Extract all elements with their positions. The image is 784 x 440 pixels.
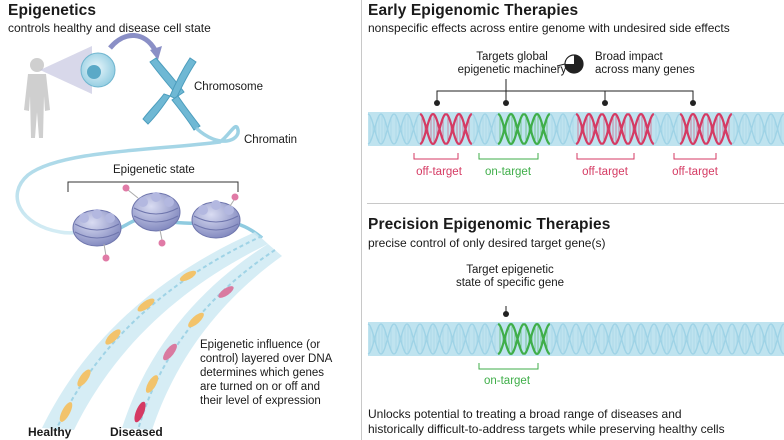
- early-therapies-title: Early Epigenomic Therapies: [368, 2, 579, 19]
- chromatin-label: Chromatin: [244, 134, 298, 146]
- nucleosome-3: [191, 193, 241, 239]
- broad-impact-label: Broad impact across many genes: [595, 51, 695, 76]
- precision-footer-text: Unlocks potential to treating a broad ra…: [368, 407, 725, 436]
- early-tag-2: on-target: [484, 166, 532, 178]
- chromosome-label: Chromosome: [194, 81, 264, 93]
- epigenetics-subtitle: controls healthy and disease cell state: [8, 21, 211, 35]
- diseased-label: Diseased: [110, 425, 163, 439]
- precision-tag: on-target: [483, 375, 531, 387]
- early-therapies-subtitle: nonspecific effects across entire genome…: [368, 21, 730, 35]
- healthy-dna-ribbon: [42, 232, 268, 431]
- early-helix: [367, 112, 784, 146]
- panel-divider: [361, 0, 362, 440]
- epigenetic-influence-text: Epigenetic influence (or control) layere…: [200, 339, 333, 407]
- diseased-dna-ribbon: [122, 244, 282, 431]
- epigenetics-title: Epigenetics: [8, 2, 97, 19]
- targets-global-label: Targets global epigenetic machinery: [457, 51, 567, 76]
- healthy-label: Healthy: [28, 425, 72, 439]
- human-silhouette-icon: [24, 58, 50, 138]
- precision-helix: [367, 322, 784, 356]
- pie-chart-icon: [556, 54, 584, 74]
- early-tag-4: off-target: [672, 166, 718, 178]
- precision-dna-diagram: [367, 306, 784, 370]
- curved-arrow-icon: [108, 33, 158, 52]
- early-tag-3: off-target: [582, 166, 628, 178]
- target-epigenetic-label: Target epigenetic state of specific gene: [455, 264, 565, 289]
- nucleosome-1: [72, 209, 122, 262]
- zoom-cone: [40, 46, 92, 94]
- epigenetic-state-label: Epigenetic state: [113, 164, 195, 176]
- precision-therapies-subtitle: precise control of only desired target g…: [368, 236, 606, 250]
- chromosome-icon: [142, 57, 201, 131]
- chromatin-strand: [15, 124, 240, 235]
- precision-therapies-title: Precision Epigenomic Therapies: [368, 216, 611, 233]
- section-divider: [367, 203, 784, 204]
- early-dna-diagram: [367, 54, 784, 160]
- epigenetic-state-bracket: [67, 181, 239, 192]
- nucleosome-2: [122, 184, 181, 247]
- epigenetics-illustration: [15, 33, 282, 431]
- cell-icon: [80, 52, 116, 88]
- early-tag-1: off-target: [416, 166, 462, 178]
